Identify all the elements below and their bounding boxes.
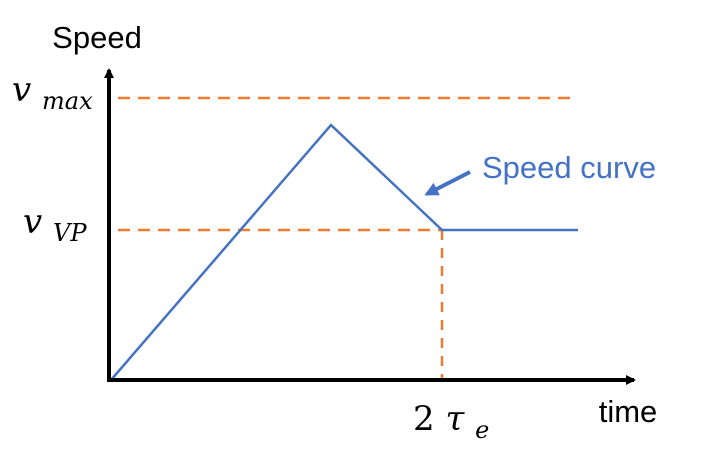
vmax-label: v max — [12, 70, 93, 115]
vvp-label: v VP — [23, 202, 87, 247]
time-marker-label-base: τ — [445, 399, 465, 439]
time-marker-label-prefix: 2 — [413, 399, 435, 439]
time-marker-label-subscript: e — [475, 416, 489, 444]
speed-curve-label: Speed curve — [482, 150, 656, 185]
vvp-label-subscript: VP — [53, 219, 87, 247]
time-marker-label: 2 τ e — [413, 399, 489, 444]
speed-curve — [110, 123, 578, 381]
vvp-label-base: v — [23, 202, 42, 242]
y-axis-label: Speed — [52, 20, 142, 55]
speed-curve-pointer-arrow — [424, 170, 471, 196]
x-axis-label: time — [599, 394, 658, 429]
vmax-label-base: v — [12, 70, 31, 110]
vmax-label-subscript: max — [42, 87, 93, 115]
